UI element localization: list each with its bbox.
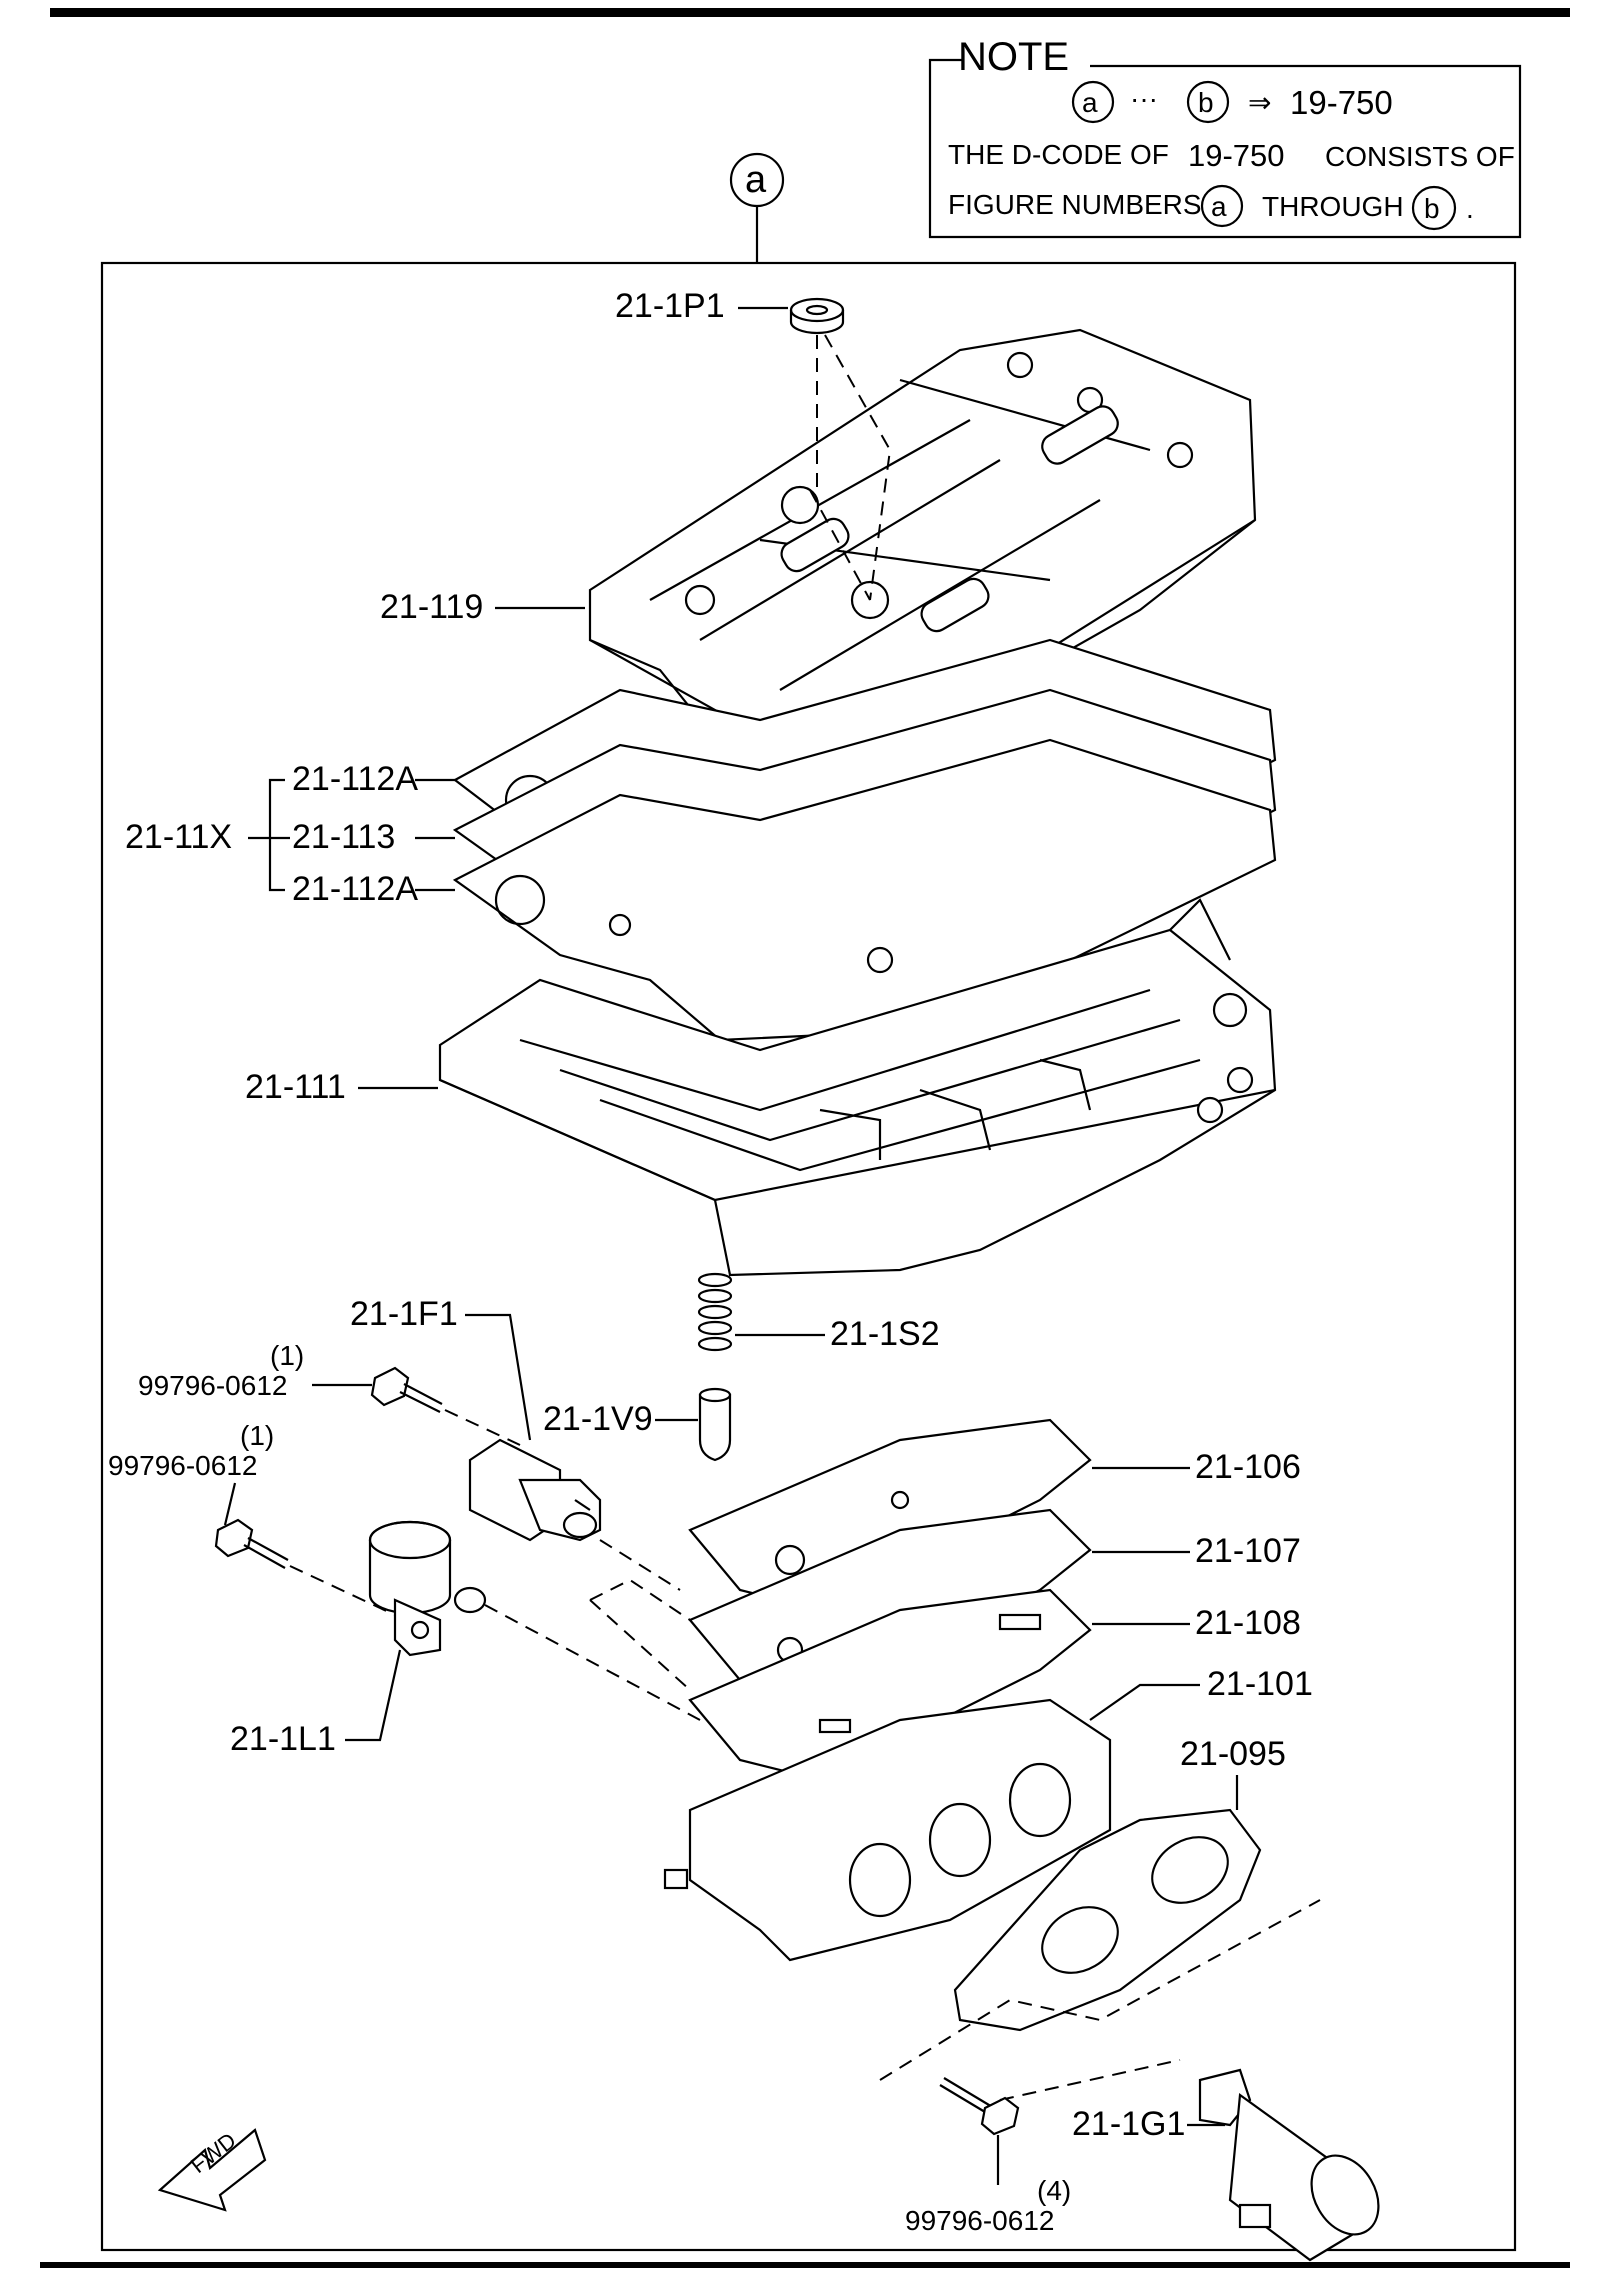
note-title: NOTE xyxy=(958,35,1069,79)
valve-21-1v9 xyxy=(698,1387,732,1462)
label-21-1g1: 21-1G1 xyxy=(1072,2105,1185,2143)
solenoid-21-1f1 xyxy=(468,1438,602,1542)
figure-marker: a xyxy=(729,152,785,263)
label-21-111: 21-111 xyxy=(245,1068,346,1106)
note-box: NOTE a ··· b ⇒ 19-750 THE D-CODE OF 19-7… xyxy=(928,35,1522,239)
gasket-21-095 xyxy=(953,1808,1262,2032)
note-line2-end: . xyxy=(1466,193,1474,224)
figure-frame xyxy=(100,261,1517,2252)
note-line1-post: CONSISTS OF xyxy=(1325,141,1515,172)
label-21-119: 21-119 xyxy=(380,588,483,626)
solenoid-21-1l1 xyxy=(368,1520,487,1657)
note-range-to: b xyxy=(1198,87,1214,118)
label-21-1v9: 21-1V9 xyxy=(543,1400,653,1438)
note-line2-a: a xyxy=(1211,191,1227,222)
note-arrow: ⇒ xyxy=(1248,87,1271,118)
label-21-112a-top: 21-112A xyxy=(292,760,418,798)
bolt2-qty: (1) xyxy=(240,1420,274,1451)
spring-21-1s2 xyxy=(697,1272,733,1352)
upper-valve-body xyxy=(588,328,1257,782)
bolt1-code: 99796-0612 xyxy=(138,1370,287,1401)
label-21-1f1: 21-1F1 xyxy=(350,1295,458,1333)
note-line2-mid: THROUGH xyxy=(1262,191,1404,222)
bolt-4 xyxy=(939,2077,1020,2136)
plug-21-1p1 xyxy=(789,297,845,335)
note-range-from: a xyxy=(1082,87,1098,118)
figure-marker-letter: a xyxy=(745,159,767,201)
lower-valve-body xyxy=(663,1698,1112,1962)
bolt-1-upper xyxy=(370,1366,443,1413)
label-21-101: 21-101 xyxy=(1207,1665,1313,1703)
label-21-095: 21-095 xyxy=(1180,1735,1286,1773)
note-line1-code: 19-750 xyxy=(1188,138,1285,173)
label-21-1p1: 21-1P1 xyxy=(615,287,725,325)
note-line2-b: b xyxy=(1424,193,1440,224)
label-21-108: 21-108 xyxy=(1195,1604,1301,1642)
label-21-11x: 21-11X xyxy=(125,818,232,856)
top-rule xyxy=(50,8,1570,17)
main-valve-body xyxy=(438,898,1277,1277)
bolt3-code: 99796-0612 xyxy=(905,2205,1054,2236)
bolt2-code: 99796-0612 xyxy=(108,1450,257,1481)
solenoid-21-1g1 xyxy=(1198,2068,1380,2262)
label-21-113: 21-113 xyxy=(292,818,395,856)
label-21-106: 21-106 xyxy=(1195,1448,1301,1486)
gasket-21-112a-bottom xyxy=(452,738,1277,1042)
bolt3-qty: (4) xyxy=(1037,2175,1071,2206)
bottom-rule xyxy=(40,2262,1570,2268)
note-line1-pre: THE D-CODE OF xyxy=(948,139,1169,170)
note-line2-pre: FIGURE NUMBERS xyxy=(948,189,1202,220)
plate-21-108 xyxy=(688,1588,1092,1782)
label-21-1l1: 21-1L1 xyxy=(230,1720,336,1758)
bolt-1-lower xyxy=(214,1518,289,1569)
label-21-112a-bottom: 21-112A xyxy=(292,870,418,908)
label-21-107: 21-107 xyxy=(1195,1532,1301,1570)
bolt1-qty: (1) xyxy=(270,1340,304,1371)
fwd-arrow-icon: FWD xyxy=(157,2128,267,2212)
note-range-sep: ··· xyxy=(1130,83,1158,114)
label-21-1s2: 21-1S2 xyxy=(830,1315,940,1353)
note-range-code: 19-750 xyxy=(1290,84,1393,121)
